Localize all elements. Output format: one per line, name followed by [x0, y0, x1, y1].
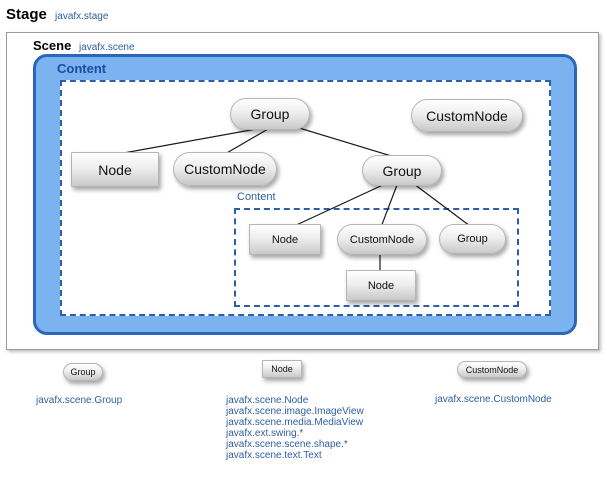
- inner-content-title: Content: [237, 191, 276, 203]
- edge-group-inner-group: [413, 183, 471, 227]
- group-node-inner: Group: [439, 224, 506, 254]
- legend-customnode-package: javafx.scene.CustomNode: [435, 394, 552, 405]
- customnode-inner: CustomNode: [337, 224, 427, 255]
- node-bottom: Node: [346, 270, 416, 301]
- legend-node-package: javafx.scene.scene.shape.*: [226, 439, 348, 450]
- legend-customnode-shape: CustomNode: [457, 361, 527, 378]
- stage-package: javafx.stage: [55, 11, 109, 22]
- legend-node-packages: javafx.scene.Node javafx.scene.image.Ima…: [226, 395, 364, 461]
- stage-title-text: Stage: [6, 6, 47, 23]
- edge-group-inner-customnode: [380, 184, 398, 228]
- legend-node-package: javafx.scene.text.Text: [226, 450, 322, 461]
- legend-node-package: javafx.scene.media.MediaView: [226, 417, 364, 428]
- group-node-middle: Group: [362, 155, 442, 186]
- customnode-root: CustomNode: [411, 99, 523, 132]
- group-node-root: Group: [230, 98, 310, 130]
- legend-group-package: javafx.scene.Group: [36, 395, 123, 406]
- inner-content-box: [234, 208, 519, 307]
- scene-package: javafx.scene: [78, 42, 135, 53]
- edge-group-node: [117, 127, 263, 155]
- legend-node-package: javafx.scene.Node: [226, 395, 309, 406]
- edge-group-group: [295, 126, 399, 159]
- scene-title: Scene javafx.scene: [33, 38, 135, 53]
- stage-title: Stage javafx.stage: [6, 6, 108, 23]
- node-inner: Node: [249, 224, 321, 255]
- legend-node-package: javafx.ext.swing.*: [226, 428, 304, 439]
- content-title: Content: [57, 61, 107, 76]
- scene-title-text: Scene: [33, 38, 72, 53]
- customnode-left: CustomNode: [173, 152, 277, 186]
- edge-group-inner-node: [291, 183, 386, 228]
- edge-group-customnode: [224, 128, 269, 155]
- node-left: Node: [71, 152, 159, 187]
- legend-node-shape: Node: [262, 360, 302, 378]
- legend-group-shape: Group: [63, 363, 103, 381]
- legend-node-package: javafx.scene.image.ImageView: [226, 406, 364, 417]
